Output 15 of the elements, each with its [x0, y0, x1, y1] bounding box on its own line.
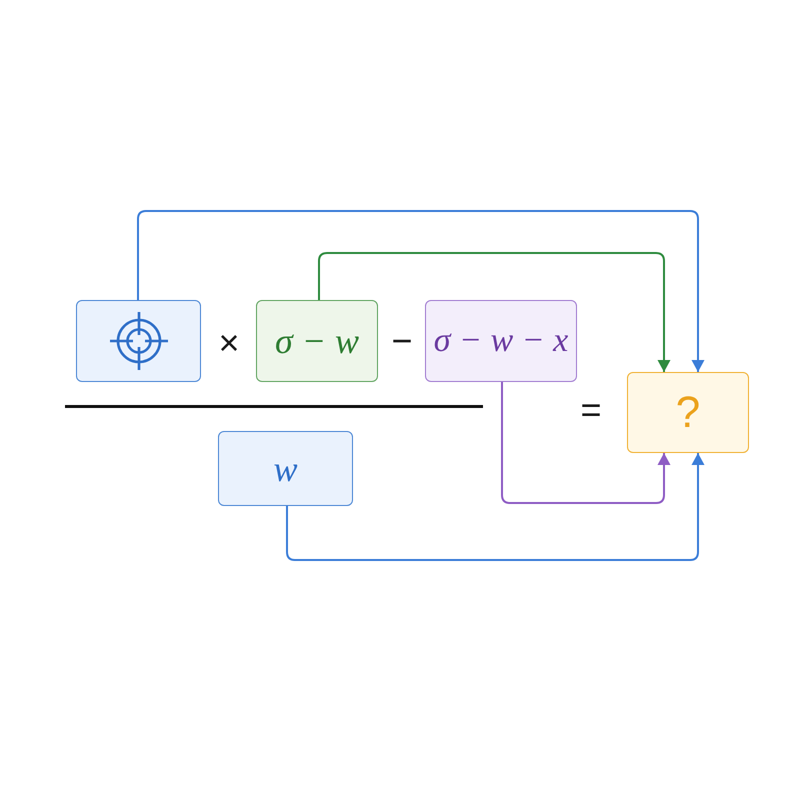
operator-symbol: ×: [218, 325, 240, 361]
connector-arrow: [137, 210, 704, 372]
connector-arrow: [501, 382, 670, 504]
question-mark: ?: [676, 390, 700, 434]
math-expression: w: [273, 450, 298, 486]
expression-box: [256, 300, 378, 382]
operator-symbol: −: [391, 323, 413, 359]
connector-arrow: [286, 453, 704, 561]
operator-symbol: =: [580, 392, 602, 428]
expression-box: [218, 431, 353, 506]
math-expression: σ − w − x: [434, 324, 568, 358]
expression-box: [425, 300, 577, 382]
result-box: [627, 372, 749, 453]
math-expression: σ − w: [274, 323, 360, 359]
icon-box: [76, 300, 201, 382]
